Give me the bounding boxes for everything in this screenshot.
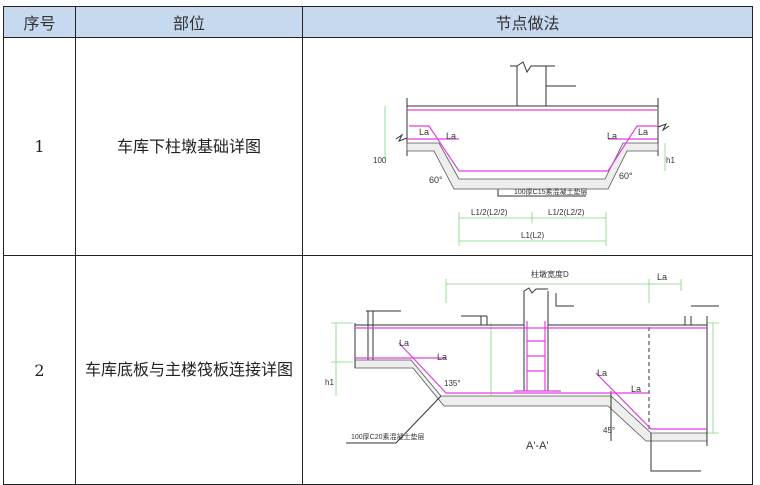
header-location: 部位 <box>75 6 303 38</box>
table-row: 1 车库下柱墩基础详图 <box>3 37 753 256</box>
label-angle: 45° <box>603 426 615 435</box>
concrete-cushion <box>406 142 659 190</box>
row-drawing: 柱墩宽度D La La La La La 135° 45° h1 100厚C20… <box>302 255 753 485</box>
label-la: La <box>607 131 617 141</box>
header-method: 节点做法 <box>302 6 753 38</box>
location-text: 车库底板与主楼筏板连接详图 <box>84 360 293 379</box>
label-la: La <box>597 368 607 378</box>
row-location: 车库底板与主楼筏板连接详图 <box>75 255 303 485</box>
node-detail-table: 序号 部位 节点做法 1 车库下柱墩基础详图 <box>3 6 753 485</box>
label-cushion: 100厚C15素混凝土垫层 <box>514 187 588 196</box>
label-la: La <box>419 127 429 137</box>
table-row: 2 车库底板与主楼筏板连接详图 柱墩宽度D <box>3 255 753 485</box>
label-angle: 60° <box>619 171 633 181</box>
label-angle: 135° <box>444 379 461 388</box>
row-location: 车库下柱墩基础详图 <box>75 37 303 256</box>
dimension-lines <box>384 106 666 246</box>
label-section: A'-A' <box>526 440 549 452</box>
dimension-lines <box>331 279 719 434</box>
table-header-row: 序号 部位 节点做法 <box>3 6 753 38</box>
label-angle: 60° <box>429 175 443 185</box>
label-h1: h1 <box>666 156 675 165</box>
label-half-span: L1/2(L2/2) <box>548 208 585 217</box>
label-la: La <box>638 127 648 137</box>
rebar <box>355 321 707 430</box>
label-la: La <box>437 352 447 362</box>
slab-outline <box>354 287 708 446</box>
label-la: La <box>657 272 667 282</box>
garage-main-building-raft-connection-drawing: 柱墩宽度D La La La La La 135° 45° h1 100厚C20… <box>325 269 719 472</box>
label-h1: h1 <box>325 378 334 387</box>
label-la: La <box>399 338 409 348</box>
column-outline <box>510 61 555 106</box>
label-cushion: 100厚C20素混凝土垫层 <box>351 432 425 441</box>
label-100: 100 <box>373 156 387 165</box>
header-index: 序号 <box>3 6 76 38</box>
label-full-span: L1(L2) <box>521 231 544 240</box>
row-index: 2 <box>3 255 76 485</box>
label-pier-width: 柱墩宽度D <box>531 269 569 279</box>
row-index: 1 <box>3 37 76 256</box>
location-text: 车库下柱墩基础详图 <box>116 136 261 156</box>
row-drawing: La La La La 60° 60° 100 h1 100厚C15素混凝土垫层… <box>302 37 753 256</box>
slab-outline <box>406 98 659 156</box>
column-pier-foundation-drawing: La La La La 60° 60° 100 h1 100厚C15素混凝土垫层… <box>373 61 675 246</box>
label-half-span: L1/2(L2/2) <box>471 208 508 217</box>
label-la: La <box>446 131 456 141</box>
rebar <box>407 109 658 172</box>
label-la: La <box>631 384 641 394</box>
